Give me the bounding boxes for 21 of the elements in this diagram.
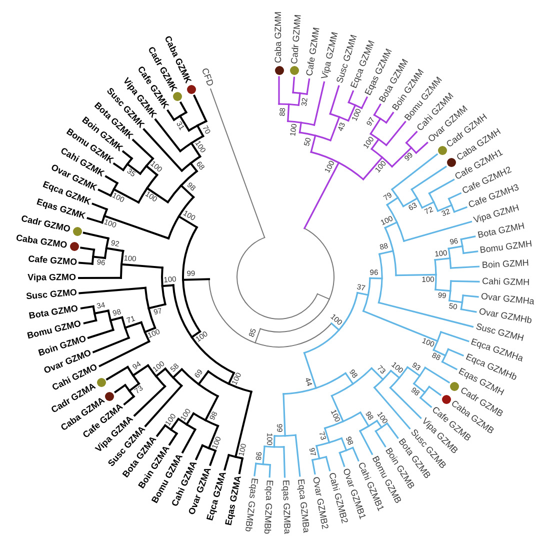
taxon-label: Eqca GZMBb	[262, 480, 274, 534]
taxon-label: Susc GZMO	[25, 288, 78, 303]
taxon-label: Eqca GZMBa	[295, 478, 311, 534]
taxon-label: Cafe GZMM	[304, 27, 322, 77]
taxon-label: Ovar GZMB2	[310, 476, 330, 530]
taxon-label: Ovar GZMHa	[480, 292, 535, 308]
taxon-label: Caba GZMM	[274, 11, 284, 63]
taxon-label: Cafe GZMO	[27, 254, 77, 268]
taxon-label: Vipa GZMO	[28, 273, 76, 284]
taxon-label: Cadr GZMM	[290, 14, 304, 64]
taxon-label: Caba GZMO	[16, 233, 68, 251]
taxon-label: Eqas GZMA	[224, 475, 244, 526]
taxon-label: Eqas GZMBb	[242, 478, 259, 533]
taxon-label: Bomu GZMH	[480, 239, 534, 256]
taxon-label: Boin GZMH	[481, 258, 529, 272]
taxon-label: Eqas GZMBa	[280, 480, 292, 534]
taxon-label: Cahi GZMH	[482, 276, 530, 288]
taxon-label: Bota GZMO	[28, 304, 80, 320]
taxon-label: CFD	[198, 67, 214, 88]
taxon-label: Cadr GZMO	[20, 214, 72, 234]
taxon-label: Bota GZMH	[476, 221, 526, 240]
